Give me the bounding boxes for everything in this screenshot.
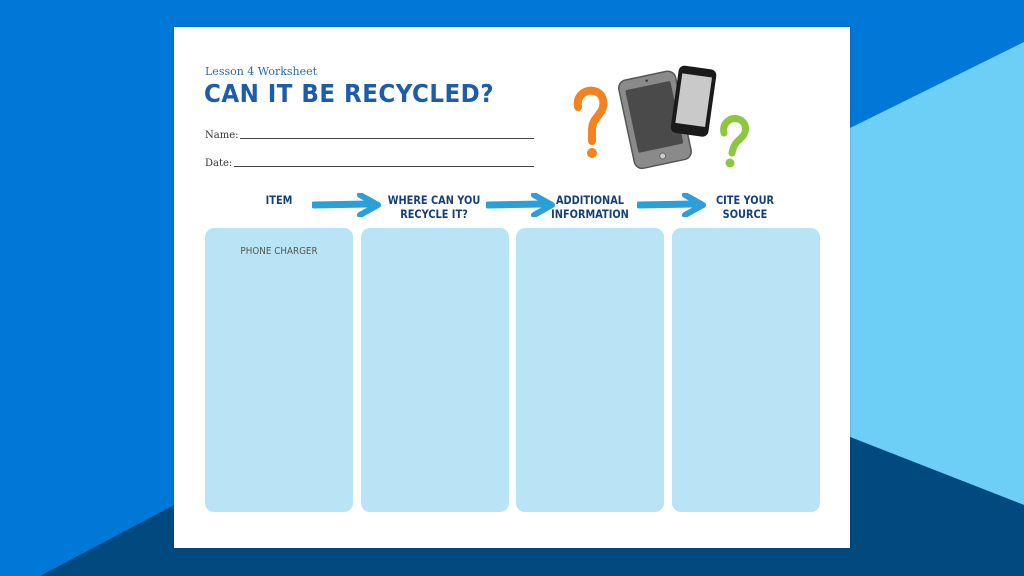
additional-info-box[interactable] [516,228,664,512]
arrow-right-icon [637,193,706,217]
arrow-right-icon [312,193,381,217]
worksheet-title: CAN IT BE RECYCLED? [204,79,495,108]
tablet-icon [617,70,692,170]
date-field[interactable]: Date: [205,158,535,169]
name-label: Name: [205,130,239,141]
date-input-line[interactable] [234,166,535,167]
column-header-item: ITEM [265,193,293,207]
column-header-additional: ADDITIONAL INFORMATION [551,193,629,221]
arrow-right-icon [486,193,555,217]
name-field[interactable]: Name: [205,130,535,141]
phones-illustration [573,65,749,170]
name-input-line[interactable] [240,138,535,139]
column-header-cite: CITE YOUR SOURCE [715,193,775,221]
where-box[interactable] [361,228,509,512]
smartphone-icon [670,65,717,137]
green-question-mark-icon [720,115,749,168]
item-box-text: PHONE CHARGER [240,246,318,257]
worksheet-subtitle: Lesson 4 Worksheet [205,65,318,78]
cite-source-box[interactable] [672,228,820,512]
column-header-where: WHERE CAN YOU RECYCLE IT? [387,193,481,221]
orange-question-mark-icon [573,86,608,158]
worksheet-page: Lesson 4 Worksheet CAN IT BE RECYCLED? N… [174,27,850,548]
date-label: Date: [205,158,233,169]
item-box[interactable]: PHONE CHARGER [205,228,353,512]
